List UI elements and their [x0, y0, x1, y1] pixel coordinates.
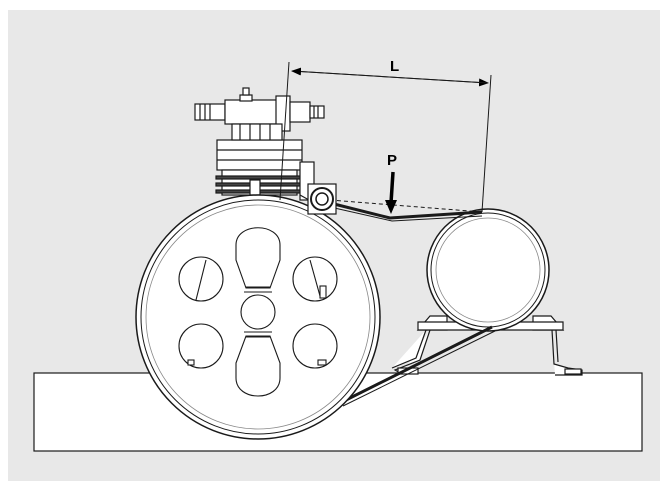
drive-belt: [329, 201, 496, 407]
flywheel-holes: [178, 227, 338, 397]
valve-assembly: [194, 87, 325, 141]
motor-bracket: [391, 315, 583, 376]
flywheel: [135, 194, 381, 440]
belt-span-line: [329, 199, 483, 213]
length-label: L: [390, 58, 399, 75]
belt-tensioner: [307, 183, 337, 215]
length-dimension: [279, 61, 492, 213]
force-label: P: [387, 152, 397, 169]
electric-motor: [426, 208, 550, 332]
force-arrow: [385, 171, 397, 214]
